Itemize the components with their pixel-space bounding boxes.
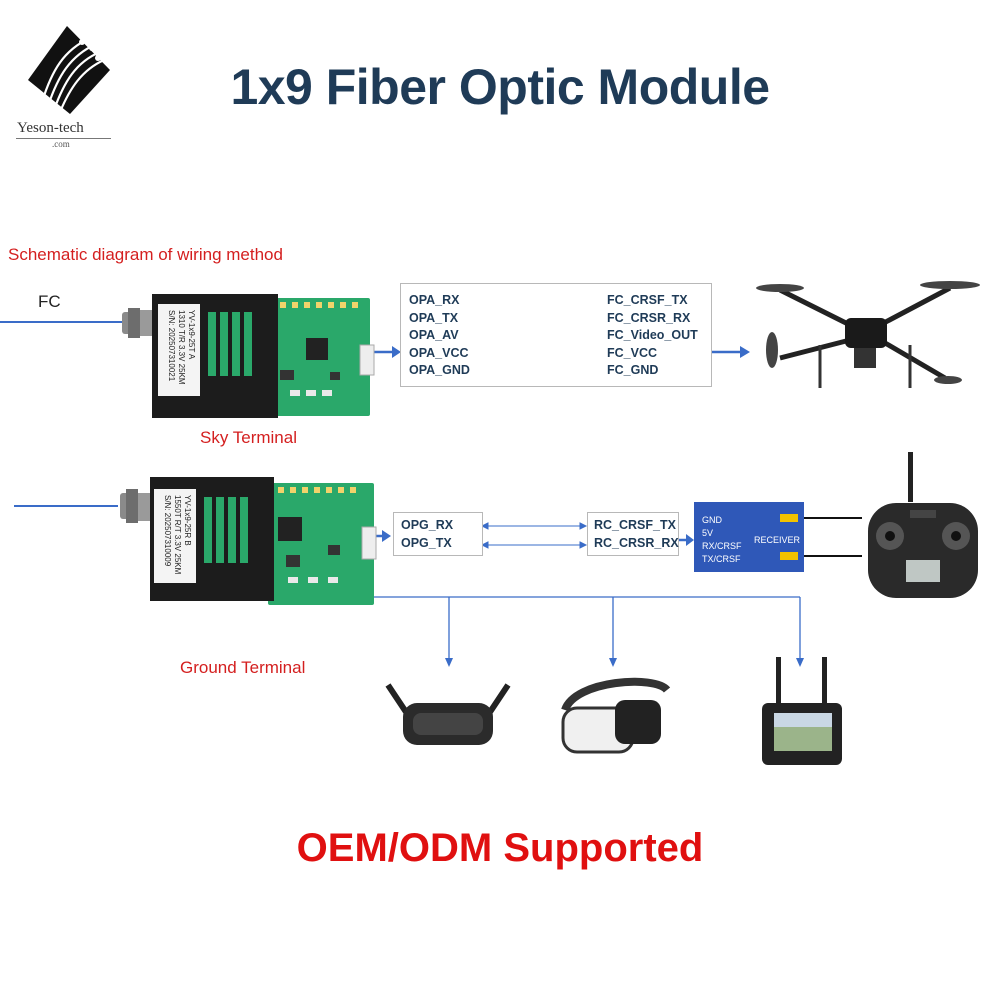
fc-gnd: FC_GND <box>607 363 659 377</box>
receiver-board: GND 5V RX/CRSF TX/CRSF RECEIVER <box>694 502 804 572</box>
fpv-monitor-icon <box>762 657 842 765</box>
fc-crsf-tx: FC_CRSF_TX <box>607 293 688 307</box>
brand-logo: Yeson-tech .com <box>12 10 122 149</box>
fpv-goggles-icon <box>385 683 511 745</box>
brand-domain: .com <box>52 139 70 149</box>
rc-crsf-tx: RC_CRSF_TX <box>594 518 676 532</box>
opa-tx: OPA_TX <box>409 310 459 325</box>
rc-signal-box: RC_CRSF_TX RC_CRSR_RX <box>587 512 679 556</box>
receiver-pin-tx: TX/CRSF <box>702 554 741 564</box>
brand-name: Yeson-tech <box>17 120 84 136</box>
opg-rx: OPG_RX <box>401 518 454 532</box>
ground-terminal-label: Ground Terminal <box>180 658 306 677</box>
receiver-antenna-pad <box>780 514 798 522</box>
logo-mark-icon <box>28 26 110 114</box>
opa-vcc: OPA_VCC <box>409 345 469 360</box>
fc-video-out: FC_Video_OUT <box>607 328 698 342</box>
opg-tx: OPG_TX <box>401 535 452 550</box>
diagram-caption: Schematic diagram of wiring method <box>8 245 283 264</box>
oem-odm-banner: OEM/ODM Supported <box>296 826 704 870</box>
receiver-label: RECEIVER <box>754 535 801 545</box>
drone-icon <box>756 281 980 388</box>
sky-signal-box: OPA_RX OPA_TX OPA_AV OPA_VCC OPA_GND FC_… <box>400 283 712 387</box>
receiver-antenna-pad <box>780 552 798 560</box>
fc-vcc: FC_VCC <box>607 345 658 360</box>
receiver-pin-gnd: GND <box>702 515 722 525</box>
receiver-pin-5v: 5V <box>702 528 714 538</box>
sky-terminal-label: Sky Terminal <box>200 428 297 447</box>
receiver-pin-rx: RX/CRSF <box>702 541 742 551</box>
fc-crsr-rx: FC_CRSR_RX <box>607 310 691 325</box>
opg-signal-box: OPG_RX OPG_TX <box>393 512 483 556</box>
fc-signal-list: FC_CRSF_TX FC_CRSR_RX FC_Video_OUT FC_VC… <box>607 292 698 380</box>
opa-gnd: OPA_GND <box>409 363 470 377</box>
page-title: 1x9 Fiber Optic Module <box>230 59 770 115</box>
vr-headset-icon <box>561 677 671 754</box>
opa-rx: OPA_RX <box>409 293 460 307</box>
rc-crsr-rx: RC_CRSR_RX <box>594 535 679 550</box>
opa-av: OPA_AV <box>409 328 459 342</box>
fc-label: FC <box>38 292 61 311</box>
radio-controller-icon <box>868 452 978 598</box>
opa-signal-list: OPA_RX OPA_TX OPA_AV OPA_VCC OPA_GND <box>409 292 470 380</box>
